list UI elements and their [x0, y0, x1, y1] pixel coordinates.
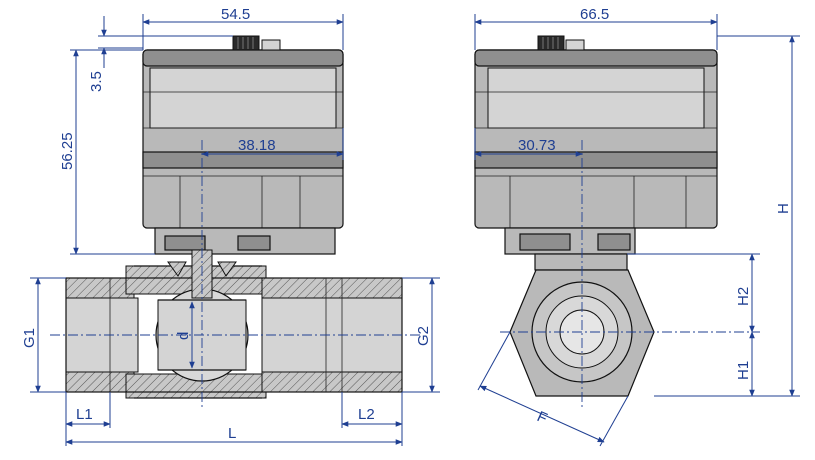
dim-label-l1: L1 — [76, 406, 93, 423]
dim-label-g2: G2 — [415, 326, 432, 346]
dim-label-h: H — [775, 203, 792, 214]
right-actuator-housing — [474, 49, 718, 229]
dim-right-stem-offset: 30.73 — [474, 128, 583, 160]
dim-actuator-height: 56.25 — [59, 49, 155, 255]
dim-label-38-18: 38.18 — [238, 137, 276, 154]
dim-ball-bore: d — [175, 301, 195, 369]
dim-label-d: d — [175, 332, 192, 340]
dim-right-port: G2 — [402, 277, 440, 393]
right-bracket — [504, 227, 636, 255]
dim-right-thread-len: L2 — [341, 392, 403, 446]
dim-label-30-73: 30.73 — [518, 137, 556, 154]
dim-label-l: L — [228, 425, 236, 442]
dim-left-port: G1 — [21, 277, 66, 393]
dim-label-54-5: 54.5 — [221, 6, 250, 23]
dim-left-stem-offset: 38.18 — [201, 128, 344, 160]
right-view: 66.5 30.73 H H2 H1 F — [474, 6, 800, 447]
dim-overall-height: H — [654, 35, 800, 397]
dim-label-f: F — [534, 408, 549, 427]
dim-overall-length: L — [65, 425, 403, 445]
dim-left-thread-len: L1 — [65, 392, 111, 446]
left-bracket — [154, 227, 336, 255]
dim-label-h2: H2 — [735, 287, 752, 306]
dim-label-3-5: 3.5 — [88, 71, 105, 92]
dim-top-width-right: 66.5 — [474, 6, 718, 50]
left-view: 54.5 3.5 56.25 38.18 G1 — [21, 6, 440, 446]
dim-top-width-left: 54.5 — [142, 6, 344, 50]
dim-top-offset: 3.5 — [88, 16, 233, 92]
dim-lower-height: H1 — [735, 331, 755, 397]
dim-label-g1: G1 — [21, 328, 38, 348]
dim-label-l2: L2 — [358, 406, 375, 423]
dim-upper-height: H2 — [627, 253, 760, 333]
dim-label-66-5: 66.5 — [580, 6, 609, 23]
left-manual-knob — [232, 35, 281, 51]
right-manual-knob — [537, 35, 585, 51]
left-actuator-housing — [142, 49, 344, 229]
dim-label-56-25: 56.25 — [59, 132, 76, 170]
dim-label-h1: H1 — [735, 361, 752, 380]
left-valve-body-section — [65, 265, 403, 399]
